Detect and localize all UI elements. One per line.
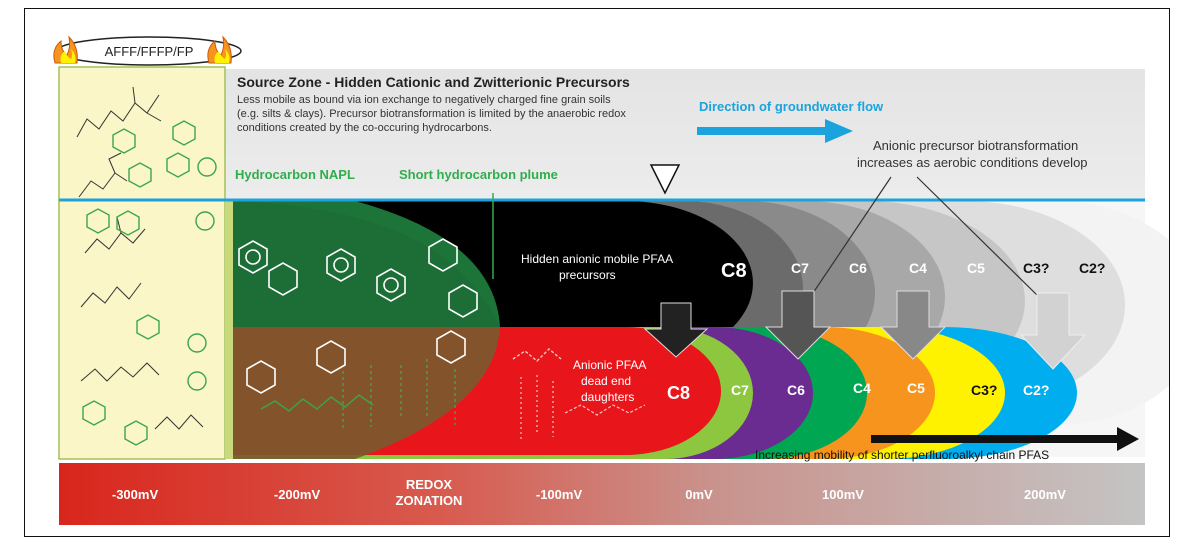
- hydrocarbon-napl-label: Hydrocarbon NAPL: [235, 167, 355, 182]
- chem-chain-6: [154, 414, 204, 430]
- mobility-label: Increasing mobility of shorter perfluoro…: [755, 448, 1049, 462]
- fire-icon: [207, 35, 232, 64]
- short-plume-label: Short hydrocarbon plume: [399, 167, 558, 182]
- down-arrow-icon: [1019, 292, 1087, 370]
- source-chemical-structures: [76, 86, 217, 446]
- daughter-label-c5: C5: [907, 380, 925, 396]
- precursor-label-c7: C7: [791, 260, 809, 276]
- benzene-ring-icon: [333, 257, 349, 273]
- red-plume-chemical-structures: [512, 348, 646, 439]
- source-zone-line1: Less mobile as bound via ion exchange to…: [237, 94, 611, 106]
- daughter-label-c2: C2?: [1023, 382, 1049, 398]
- source-zone-line2: (e.g. silts & clays). Precursor biotrans…: [237, 108, 626, 120]
- daughter-label-c3: C3?: [971, 382, 997, 398]
- daughter-label-c7: C7: [731, 382, 749, 398]
- down-arrow-icon: [764, 290, 832, 360]
- chem-chain-5: [80, 362, 160, 382]
- toluene-icon: [436, 330, 466, 364]
- fire-icon: [214, 49, 230, 63]
- chem-chain-1: [76, 86, 162, 138]
- precursor-label-c8: C8: [721, 260, 747, 282]
- chem-chain-4: [80, 282, 142, 308]
- mobility-arrow-icon: [871, 427, 1139, 451]
- callout-line-2: [916, 176, 1042, 300]
- toluene-icon: [448, 284, 478, 318]
- daughter-label-c8: C8: [667, 383, 690, 403]
- hidden-precursors-line1: Hidden anionic mobile PFAA: [521, 252, 673, 266]
- water-table-marker-icon: [649, 164, 681, 195]
- hydrocarbon-napl-zone: [225, 201, 500, 327]
- down-arrow-icon: [879, 290, 947, 360]
- benzene-icon: [238, 240, 268, 274]
- down-arrow-icon: [643, 302, 709, 358]
- dead-end-line3: daughters: [581, 390, 634, 404]
- benzene-icon: [82, 400, 106, 426]
- vadose-zone: [59, 69, 1145, 199]
- redox-label-2: ZONATION: [396, 493, 463, 508]
- groundwater-flow-label: Direction of groundwater flow: [699, 99, 884, 114]
- fire-icon: [60, 49, 76, 63]
- dead-end-line2: dead end: [581, 374, 631, 388]
- benzene-ring-icon: [187, 371, 207, 391]
- source-zone-line3: conditions created by the co-occuring hy…: [237, 122, 492, 134]
- benzene-icon: [112, 128, 136, 154]
- toluene-icon: [316, 340, 346, 374]
- anionic-note-line2: increases as aerobic conditions develop: [857, 155, 1088, 170]
- callout-line-1: [808, 176, 892, 300]
- toluene-icon: [428, 238, 458, 272]
- anionic-note-line1: Anionic precursor biotransformation: [873, 138, 1078, 153]
- daughter-label-c4: C4: [853, 380, 871, 396]
- redox-value-0: 0mV: [685, 487, 713, 502]
- benzene-ring-icon: [383, 277, 399, 293]
- pfas-chain-icon: [564, 404, 646, 416]
- benzene-icon: [376, 268, 406, 302]
- redox-value-200: 200mV: [1024, 487, 1066, 502]
- redox-value-minus100: -100mV: [536, 487, 583, 502]
- benzene-icon: [326, 248, 356, 282]
- redox-label-1: REDOX: [406, 477, 453, 492]
- source-boundary: [225, 199, 233, 459]
- precursor-label-c2: C2?: [1079, 260, 1105, 276]
- groundwater-flow-arrow-icon: [697, 119, 853, 143]
- benzene-icon: [136, 314, 160, 340]
- diagram-frame: AFFF/FFFP/FP Source Zone - Hidden Cation…: [24, 8, 1170, 537]
- napl-chemical-structures: [238, 238, 478, 429]
- benzene-icon: [172, 120, 196, 146]
- benzene-icon: [86, 208, 110, 234]
- redox-value-100: 100mV: [822, 487, 864, 502]
- precursor-label-c4: C4: [909, 260, 927, 276]
- redox-value-minus300: -300mV: [112, 487, 159, 502]
- redox-zonation-bar: [59, 463, 1145, 525]
- benzene-ring-icon: [195, 211, 215, 231]
- source-label: AFFF/FFFP/FP: [105, 44, 194, 59]
- benzene-ring-icon: [197, 157, 217, 177]
- hidden-precursors-line2: precursors: [559, 268, 616, 282]
- transformation-arrows: [643, 290, 1087, 370]
- source-label-cloud: [53, 35, 242, 66]
- daughter-label-c6: C6: [787, 382, 805, 398]
- benzene-ring-icon: [245, 249, 261, 265]
- precursor-label-c5: C5: [967, 260, 985, 276]
- chem-chain-2: [78, 152, 128, 198]
- benzene-icon: [128, 162, 152, 188]
- precursor-label-c3: C3?: [1023, 260, 1049, 276]
- pfas-chain-icon: [260, 394, 374, 412]
- dead-end-line1: Anionic PFAA: [573, 358, 646, 372]
- pfas-chain-icon: [342, 359, 456, 429]
- toluene-icon: [268, 262, 298, 296]
- benzene-icon: [166, 152, 190, 178]
- benzene-icon: [246, 360, 276, 394]
- source-zone-column: [58, 66, 226, 460]
- source-zone-title: Source Zone - Hidden Cationic and Zwitte…: [237, 74, 630, 90]
- fire-icon: [53, 35, 78, 64]
- redox-value-minus200: -200mV: [274, 487, 321, 502]
- hydrocarbon-napl-lower: [225, 327, 500, 459]
- pfas-chain-icon: [512, 348, 562, 362]
- pfas-chain-icon: [520, 375, 554, 439]
- benzene-ring-icon: [187, 333, 207, 353]
- benzene-icon: [116, 210, 140, 236]
- benzene-icon: [124, 420, 148, 446]
- pfas-plume-diagram: AFFF/FFFP/FP Source Zone - Hidden Cation…: [53, 35, 1169, 525]
- precursor-label-c6: C6: [849, 260, 867, 276]
